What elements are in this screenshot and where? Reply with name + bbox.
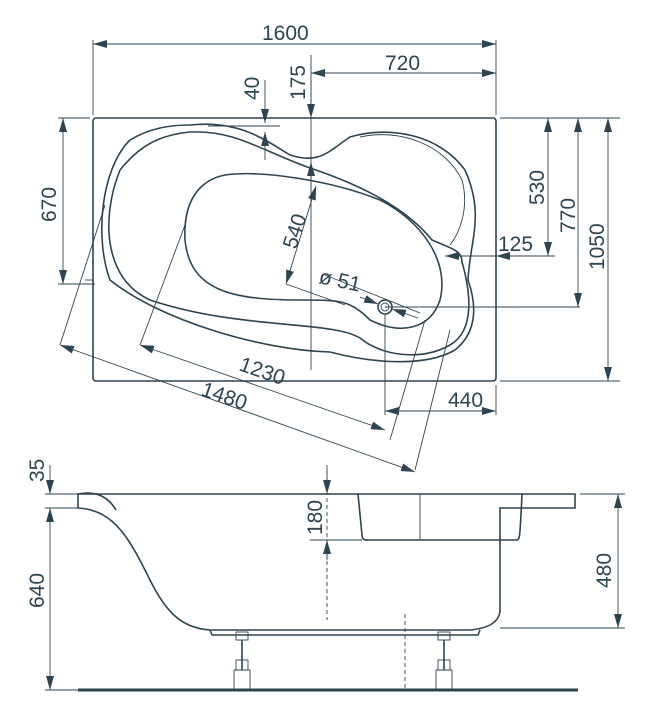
dim-total-height: 640 (26, 573, 49, 608)
seat-recess (357, 493, 523, 541)
dim-right-depth-2: 770 (557, 198, 580, 233)
dim-rim: 40 (241, 77, 264, 100)
basin-floor-contour (184, 172, 443, 329)
basin-outer-contour (101, 123, 477, 363)
basin-step-contour (359, 134, 466, 246)
basin-middle-contour (108, 131, 470, 356)
dim-seat-depth: 180 (304, 500, 327, 535)
dim-outer-length: 1480 (198, 378, 250, 415)
top-view: 1600 720 175 40 670 540 ø 51 125 530 770… (38, 22, 620, 473)
dim-rim-height: 35 (26, 459, 49, 482)
support-leg-left (233, 631, 251, 691)
dim-right-depth-1: 530 (526, 170, 549, 205)
dim-inner-length: 1230 (236, 353, 288, 390)
dim-bottom-offset: 440 (448, 389, 483, 412)
support-leg-right (435, 631, 453, 691)
dim-right-inset: 125 (498, 233, 533, 256)
tub-profile (77, 493, 576, 631)
dim-left-depth: 670 (38, 187, 61, 222)
side-view: 35 640 180 480 (26, 459, 625, 692)
dim-width: 1600 (262, 22, 309, 45)
dim-drain-offset: 720 (385, 52, 420, 75)
dim-inner-depth: 480 (593, 553, 616, 588)
dim-depth: 1050 (586, 223, 609, 270)
dim-inner-width: 540 (279, 211, 312, 251)
dim-drain-diameter: ø 51 (317, 265, 363, 296)
dim-top-inset: 175 (287, 65, 310, 100)
